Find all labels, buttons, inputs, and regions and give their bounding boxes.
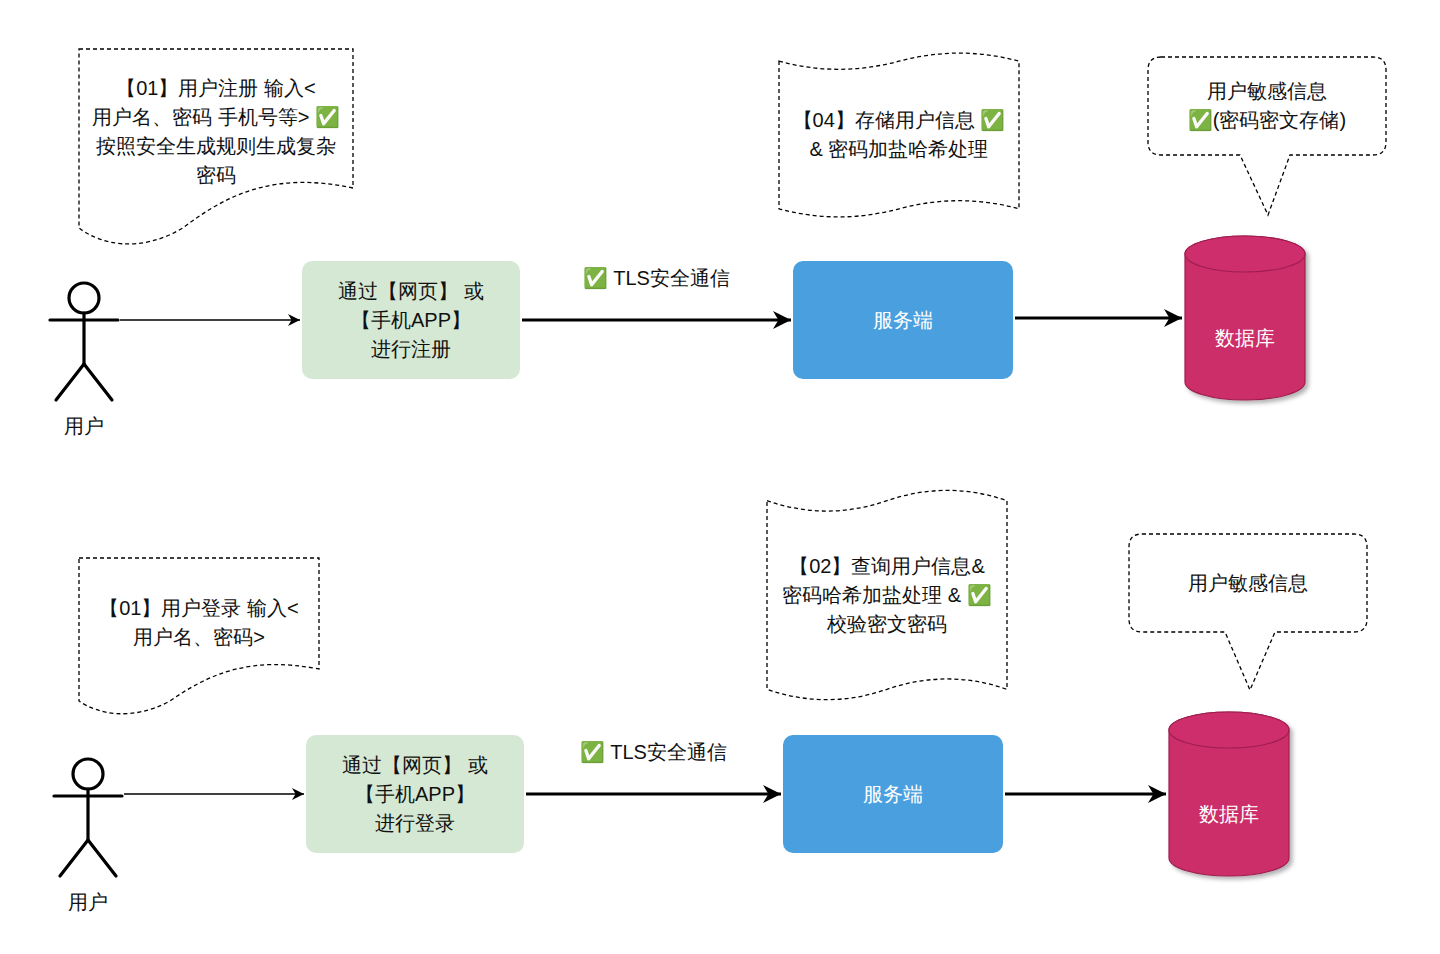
tape-note: 【02】查询用户信息& 密码哈希加盐处理 & ✅ 校验密文密码 xyxy=(766,480,1008,710)
database-cylinder: 数据库 xyxy=(1168,712,1290,876)
flow-arrow xyxy=(522,319,791,322)
callout-bubble: 用户敏感信息 xyxy=(1128,533,1368,633)
node-text: 用户敏感信息 ✅(密码密文存储) xyxy=(1157,77,1377,135)
flow-arrow xyxy=(1005,793,1166,796)
database-cylinder: 数据库 xyxy=(1184,236,1306,400)
node-text: 数据库 xyxy=(1215,324,1275,353)
node-text: 用户 xyxy=(64,414,104,438)
node-text: 用户敏感信息 xyxy=(1188,569,1308,598)
database-cylinder-outline xyxy=(1184,236,1306,400)
node-text: 【01】用户注册 输入<用户名、密码 手机号等> ✅按照安全生成规则生成复杂密码 xyxy=(88,74,344,190)
node-text: 【01】用户登录 输入<用户名、密码> xyxy=(88,594,310,652)
document-note: 【01】用户注册 输入<用户名、密码 手机号等> ✅按照安全生成规则生成复杂密码 xyxy=(78,48,354,248)
client-box: 通过【网页】 或【手机APP】 进行注册 xyxy=(302,261,520,379)
client-box: 通过【网页】 或【手机APP】 进行登录 xyxy=(306,735,524,853)
edge-label: ✅ TLS安全通信 xyxy=(577,739,730,765)
user-actor: 用户 xyxy=(48,272,120,438)
tape-note: 【04】存储用户信息 ✅ & 密码加盐哈希处理 xyxy=(778,45,1020,225)
flow-arrow xyxy=(120,319,300,321)
server-box: 服务端 xyxy=(783,735,1003,853)
flow-arrow xyxy=(1015,317,1182,320)
user-actor: 用户 xyxy=(52,748,124,914)
node-text: 通过【网页】 或【手机APP】 进行注册 xyxy=(316,277,506,364)
node-text: 【02】查询用户信息& 密码哈希加盐处理 & ✅ 校验密文密码 xyxy=(772,552,1002,639)
edge-label: ✅ TLS安全通信 xyxy=(580,265,733,291)
user-actor-outline xyxy=(48,272,120,438)
server-box: 服务端 xyxy=(793,261,1013,379)
node-text: 通过【网页】 或【手机APP】 进行登录 xyxy=(320,751,510,838)
node-text: 数据库 xyxy=(1199,800,1259,829)
callout-bubble: 用户敏感信息 ✅(密码密文存储) xyxy=(1147,56,1387,156)
node-text: 【04】存储用户信息 ✅ & 密码加盐哈希处理 xyxy=(786,106,1012,164)
flow-arrow xyxy=(124,793,304,795)
node-text: 服务端 xyxy=(873,306,933,335)
node-text: 用户 xyxy=(68,890,108,914)
document-note: 【01】用户登录 输入<用户名、密码> xyxy=(78,557,320,717)
database-cylinder-outline xyxy=(1168,712,1290,876)
user-actor-outline xyxy=(52,748,124,914)
node-text: 服务端 xyxy=(863,780,923,809)
flow-arrow xyxy=(526,793,781,796)
tape-note-outline xyxy=(778,45,1020,225)
callout-bubble-outline xyxy=(1147,56,1387,156)
